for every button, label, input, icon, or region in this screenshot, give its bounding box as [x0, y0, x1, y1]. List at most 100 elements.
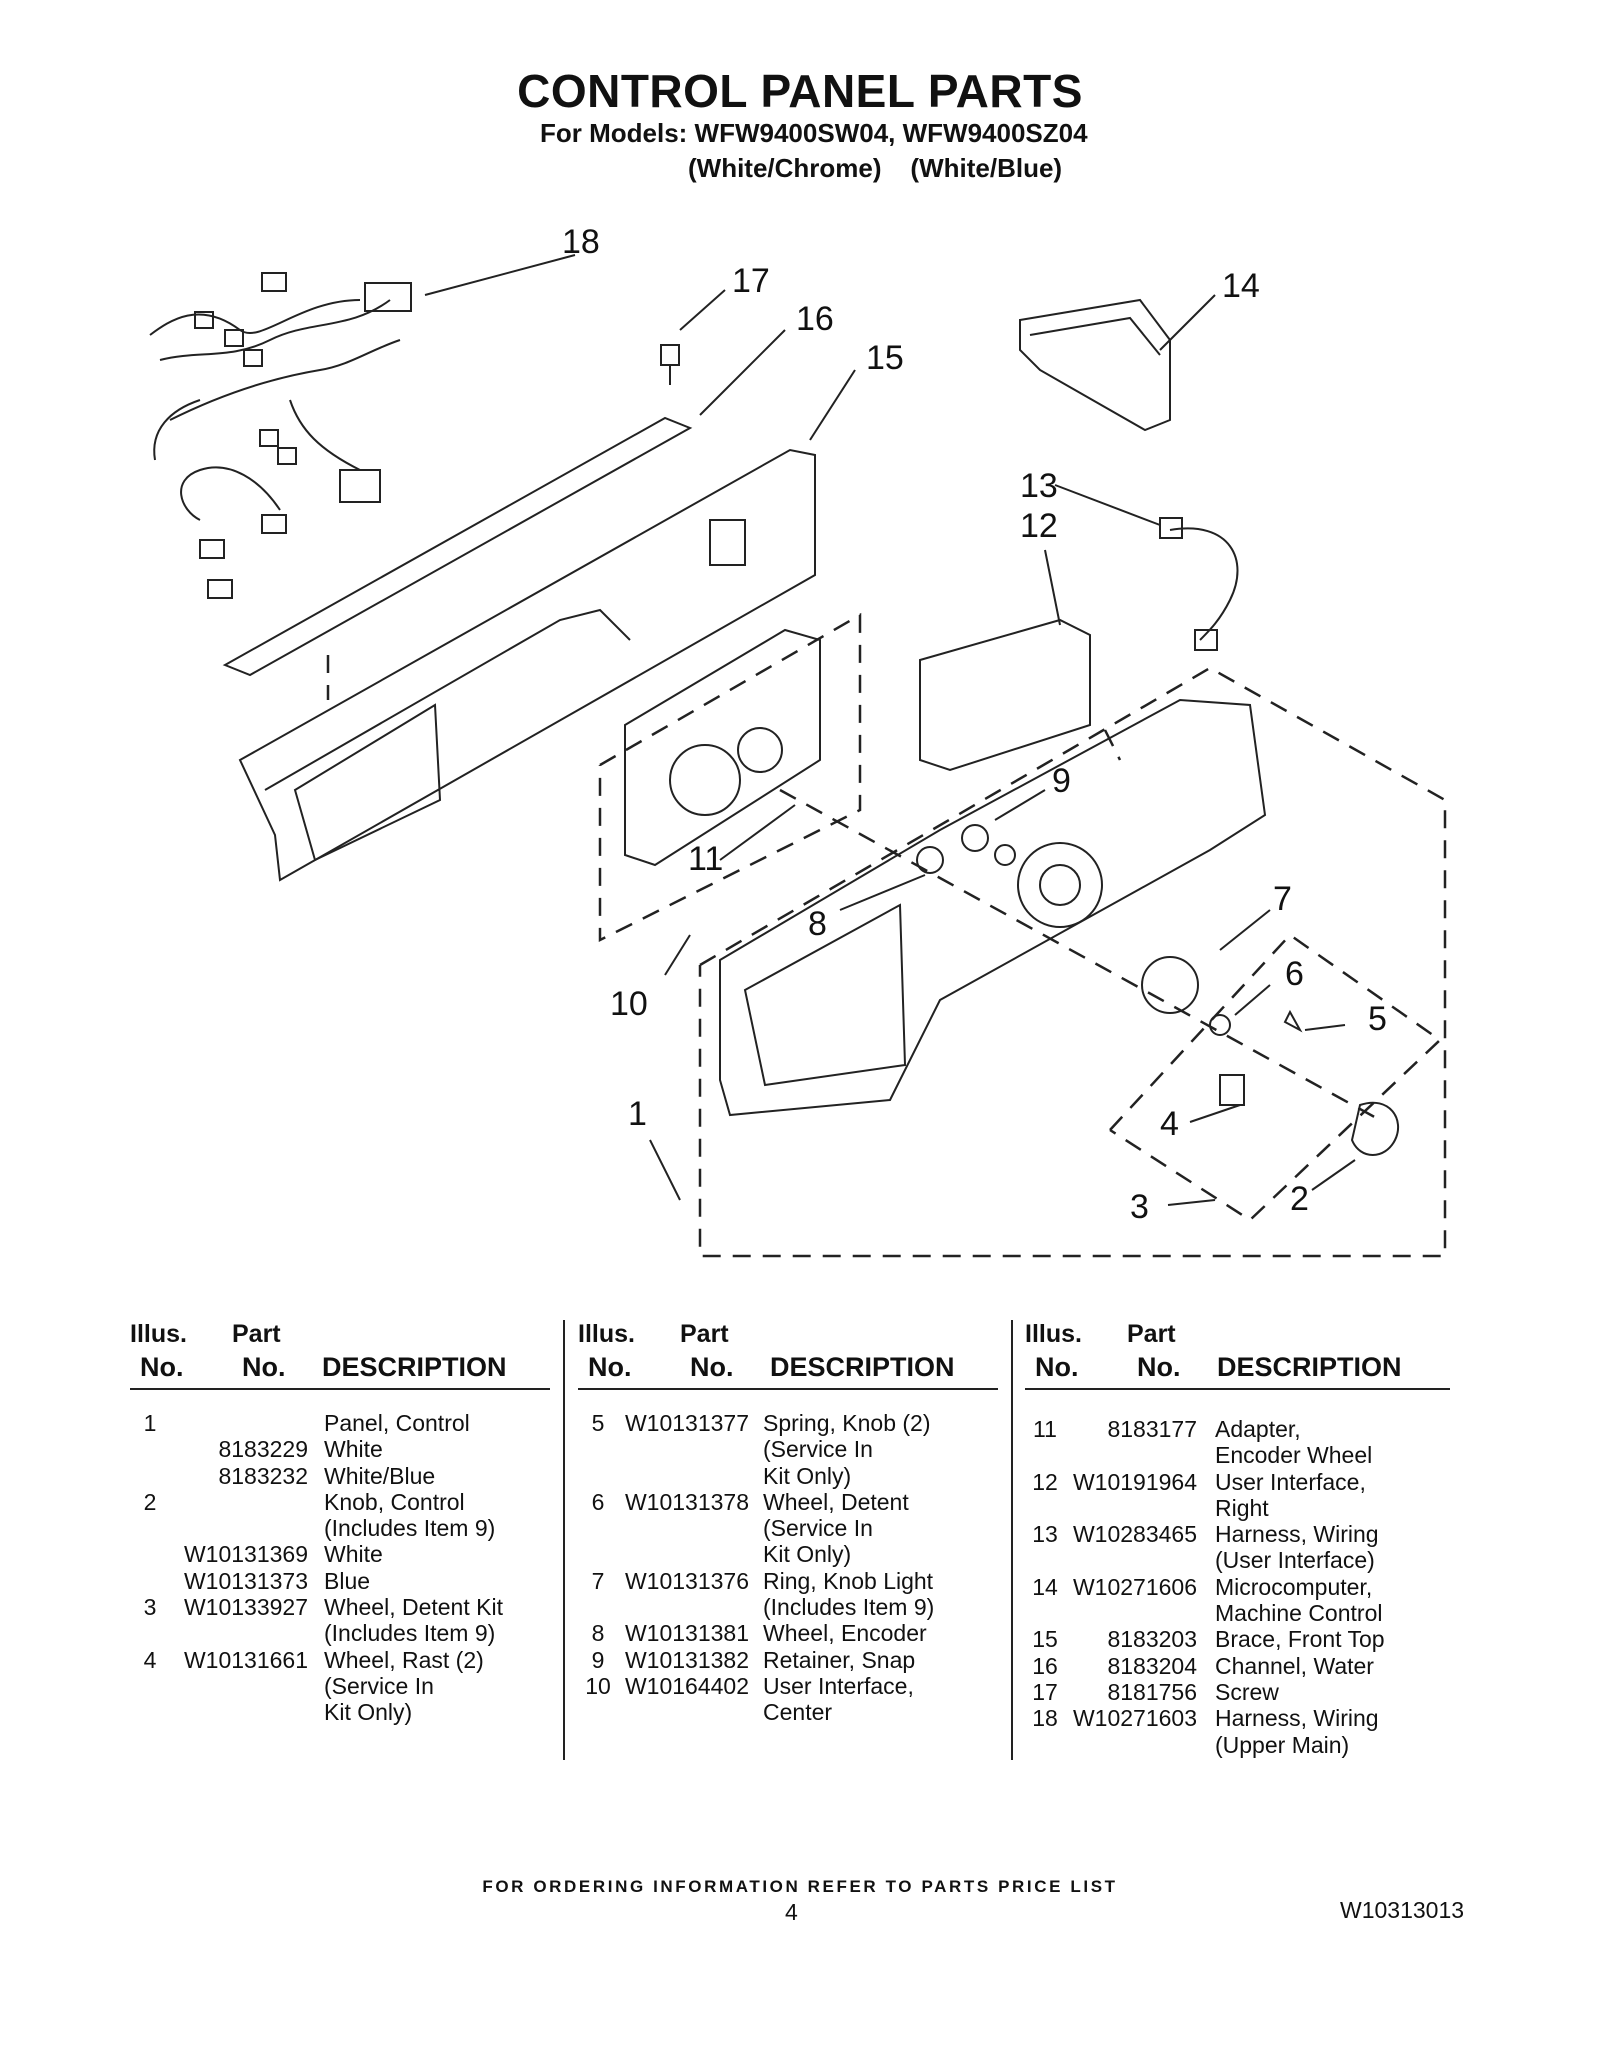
illus-no: 11	[1033, 1416, 1057, 1442]
description-header: DESCRIPTION	[1217, 1352, 1402, 1382]
part-no: W10271603	[1072, 1705, 1197, 1732]
part-no: W10131382	[624, 1646, 749, 1673]
description: Panel, Control	[324, 1410, 590, 1436]
part-no: W10131373	[183, 1567, 308, 1594]
part-no: W10131369	[183, 1541, 308, 1568]
part-no-header: No.	[1137, 1352, 1181, 1382]
description: Adapter,Encoder Wheel	[1215, 1416, 1485, 1469]
description-line: Kit Only)	[324, 1699, 413, 1726]
description-line: (Service In	[324, 1672, 434, 1699]
table-row: W10131369 White	[130, 1541, 590, 1567]
illus-no: 6	[591, 1488, 605, 1515]
illus-no: 18	[1032, 1705, 1058, 1732]
colors-line: (White/Chrome) (White/Blue)	[688, 153, 1063, 183]
part-no: W10164402	[624, 1672, 749, 1699]
models-line: For Models: WFW9400SW04, WFW9400SZ04	[540, 118, 1088, 148]
description-line: Center	[763, 1699, 833, 1726]
description: White	[324, 1436, 590, 1462]
part-header: Part	[680, 1320, 729, 1348]
description: White	[324, 1541, 590, 1567]
description-header: DESCRIPTION	[322, 1352, 507, 1382]
part-no-header: No.	[690, 1352, 734, 1382]
description-line: Spring, Knob (2)	[763, 1410, 931, 1436]
part-no: 8183177	[1107, 1416, 1197, 1442]
description-line: Blue	[324, 1567, 371, 1594]
illus-no: 1	[143, 1410, 157, 1436]
illus-no: 13	[1032, 1521, 1058, 1548]
illus-no: 16	[1032, 1652, 1058, 1679]
illus-no-header: No.	[588, 1352, 632, 1382]
callout-6: 6	[1285, 955, 1304, 993]
description-line: Wheel, Rast (2)	[324, 1646, 484, 1673]
illus-no: 17	[1032, 1678, 1058, 1705]
description-line: Wheel, Detent Kit	[324, 1594, 503, 1621]
illus-no: 12	[1032, 1468, 1058, 1495]
description: Screw	[1215, 1679, 1485, 1705]
callout-8: 8	[808, 905, 827, 943]
illus-no: 5	[591, 1410, 605, 1436]
illus-header: Illus.	[578, 1320, 635, 1348]
part-no: 8183204	[1107, 1652, 1197, 1679]
illus-no-header: No.	[140, 1352, 184, 1382]
part-no: W10271606	[1072, 1573, 1197, 1600]
description-line: Wheel, Encoder	[763, 1620, 927, 1647]
part-no: 8183203	[1107, 1626, 1197, 1653]
description-line: (User Interface)	[1215, 1547, 1375, 1574]
callout-1: 1	[628, 1095, 647, 1133]
part-no: W10131376	[624, 1567, 749, 1594]
callout-5: 5	[1368, 1000, 1387, 1038]
description-line: Kit Only)	[763, 1541, 852, 1568]
illus-no: 3	[143, 1594, 157, 1621]
description: Blue	[324, 1568, 590, 1594]
description: Ring, Knob Light(Includes Item 9)	[763, 1568, 1038, 1621]
description-line: Wheel, Detent	[763, 1488, 909, 1515]
callout-14: 14	[1222, 267, 1260, 305]
illus-no: 9	[591, 1646, 605, 1673]
description: Wheel, Detent Kit(Includes Item 9)	[324, 1594, 590, 1647]
part-no: W10191964	[1072, 1468, 1197, 1495]
callout-13: 13	[1020, 467, 1058, 505]
callout-10: 10	[610, 985, 648, 1023]
description-line: Machine Control	[1215, 1600, 1383, 1627]
part-no: W10131661	[183, 1646, 308, 1673]
description: Retainer, Snap	[763, 1647, 1038, 1673]
part-no: 8183229	[218, 1436, 308, 1463]
page-number: 4	[785, 1899, 798, 1925]
description: Harness, Wiring(User Interface)	[1215, 1521, 1485, 1574]
callout-2: 2	[1290, 1180, 1309, 1218]
illus-no: 8	[591, 1620, 605, 1647]
description-line: (Includes Item 9)	[324, 1515, 496, 1542]
parts-rows: 11 8183177 Adapter,Encoder Wheel 12 W1019196…	[1025, 1416, 1485, 1758]
document-number: W10313013	[1340, 1897, 1465, 1923]
page-title: CONTROL PANEL PARTS	[517, 65, 1083, 117]
callout-15: 15	[866, 339, 904, 377]
description-line: Encoder Wheel	[1215, 1442, 1373, 1469]
description-line: Microcomputer,	[1215, 1573, 1373, 1600]
table-row: 8183229 White	[130, 1436, 590, 1462]
column-divider	[1011, 1320, 1013, 1760]
description-line: Channel, Water	[1215, 1652, 1374, 1679]
part-no: 8183232	[218, 1462, 308, 1489]
description: Knob, Control(Includes Item 9)	[324, 1489, 590, 1542]
illus-header: Illus.	[130, 1320, 187, 1348]
callout-9: 9	[1052, 762, 1071, 800]
part-no: W10131378	[624, 1488, 749, 1515]
header-rule	[578, 1388, 998, 1390]
header-rule	[1025, 1388, 1450, 1390]
callout-12: 12	[1020, 507, 1058, 545]
description-line: Harness, Wiring	[1215, 1521, 1379, 1548]
column-divider	[563, 1320, 565, 1760]
